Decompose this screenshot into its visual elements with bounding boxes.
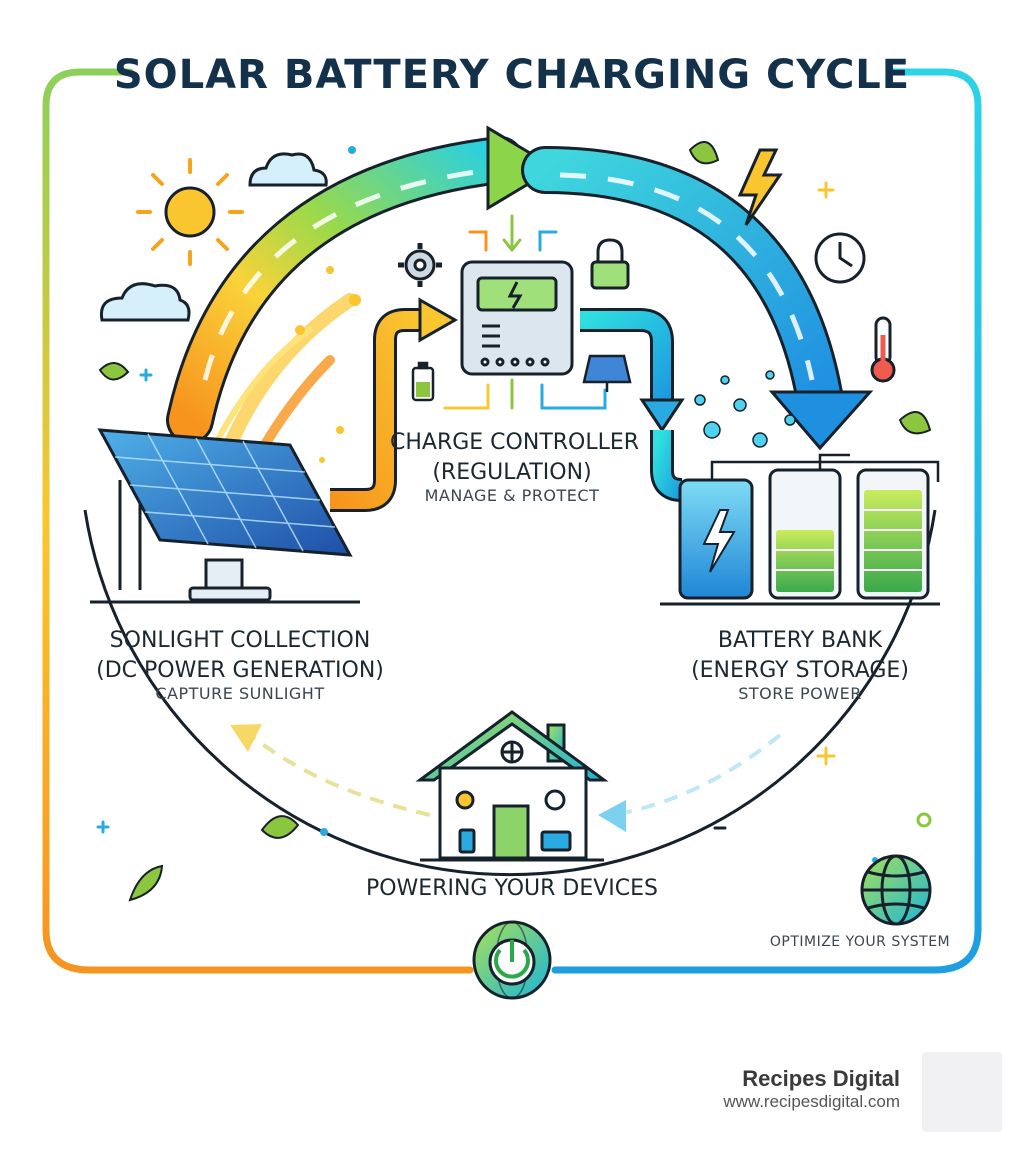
- controller-caption: MANAGE & PROTECT: [424, 486, 600, 505]
- dashed-arrow-left: [248, 733, 431, 817]
- lightning-icon: [737, 148, 783, 226]
- power-icon: [472, 920, 552, 1000]
- collection-heading-line-1: SONLIGHT COLLECTION: [109, 628, 371, 653]
- controller-heading-line-1: CHARGE CONTROLLER: [390, 430, 640, 455]
- cycle-ring: [83, 509, 937, 877]
- controller-heading-line-2: (REGULATION): [432, 460, 592, 485]
- collection-heading: SONLIGHT COLLECTION (DC POWER GENERATION…: [80, 626, 400, 686]
- collection-heading-line-2: (DC POWER GENERATION): [96, 658, 384, 683]
- frame-left: [42, 68, 474, 974]
- corner-note: OPTIMIZE YOUR SYSTEM: [769, 934, 951, 950]
- sun-icon: [136, 158, 244, 266]
- battery-heading-line-1: BATTERY BANK: [717, 628, 883, 653]
- clock-icon: [814, 232, 866, 284]
- battery-bank: [660, 453, 940, 606]
- page-title: SOLAR BATTERY CHARGING CYCLE: [113, 52, 911, 98]
- battery-heading: BATTERY BANK (ENERGY STORAGE): [660, 626, 940, 686]
- cloud-icon: [99, 152, 328, 322]
- devices-heading: POWERING YOUR DEVICES: [365, 876, 659, 901]
- controller-heading: CHARGE CONTROLLER (REGULATION): [390, 428, 640, 488]
- lock-icon: [590, 238, 630, 290]
- brand-badge: [922, 1052, 1002, 1132]
- battery-heading-line-2: (ENERGY STORAGE): [691, 658, 909, 683]
- thermometer-icon: [870, 316, 896, 383]
- energy-bubbles: [694, 370, 796, 448]
- mini-solar-panel-icon: [582, 354, 632, 392]
- collection-caption: CAPTURE SUNLIGHT: [155, 684, 325, 703]
- solar-panel-icon: [90, 428, 360, 604]
- dashed-arrow-right: [611, 733, 782, 817]
- leaf-icon: [98, 141, 932, 902]
- battery-icon: [411, 361, 435, 402]
- brand-name: Recipes Digital: [742, 1066, 900, 1091]
- gear-icon: [398, 243, 442, 287]
- battery-caption: STORE POWER: [738, 684, 862, 703]
- flow-arrows: [443, 214, 607, 410]
- arc-arrow-head-right: [768, 390, 874, 451]
- charge-controller-icon: [460, 260, 574, 376]
- globe-icon: [860, 854, 932, 926]
- frame-right: [551, 68, 982, 974]
- house-icon: [415, 710, 609, 862]
- brand-url[interactable]: www.recipesdigital.com: [723, 1092, 900, 1111]
